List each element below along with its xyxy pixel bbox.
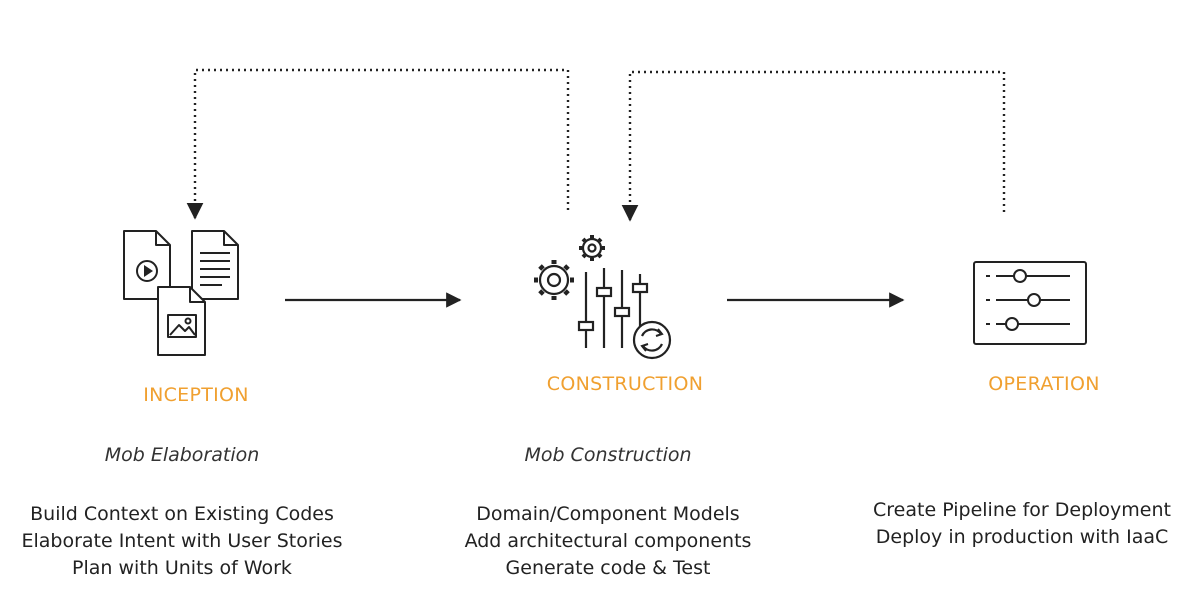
stage-items-construction: Domain/Component Models Add architectura… — [428, 501, 788, 582]
list-item: Elaborate Intent with User Stories — [21, 530, 343, 552]
documents-icon — [123, 230, 239, 356]
list-item: Add architectural components — [464, 530, 752, 552]
stage-title-inception: INCEPTION — [143, 384, 249, 406]
list-item: Deploy in production with IaaC — [875, 526, 1169, 548]
control-panel-icon — [973, 261, 1087, 345]
stage-items-operation: Create Pipeline for Deployment Deploy in… — [852, 497, 1192, 551]
feedback-loop-construction-to-inception — [186, 68, 570, 220]
list-item: Create Pipeline for Deployment — [873, 499, 1171, 521]
stage-items-inception: Build Context on Existing Codes Elaborat… — [0, 501, 364, 582]
stage-subtitle-construction: Mob Construction — [524, 444, 692, 466]
list-item: Generate code & Test — [505, 557, 711, 579]
gears-sliders-icon — [534, 235, 672, 360]
stage-subtitle-inception: Mob Elaboration — [104, 444, 260, 466]
list-item: Domain/Component Models — [476, 503, 740, 525]
stage-title-construction: CONSTRUCTION — [546, 373, 704, 395]
list-item: Build Context on Existing Codes — [30, 503, 334, 525]
list-item: Plan with Units of Work — [72, 557, 292, 579]
stage-title-operation: OPERATION — [988, 373, 1100, 395]
feedback-loop-operation-to-construction — [621, 70, 1006, 222]
